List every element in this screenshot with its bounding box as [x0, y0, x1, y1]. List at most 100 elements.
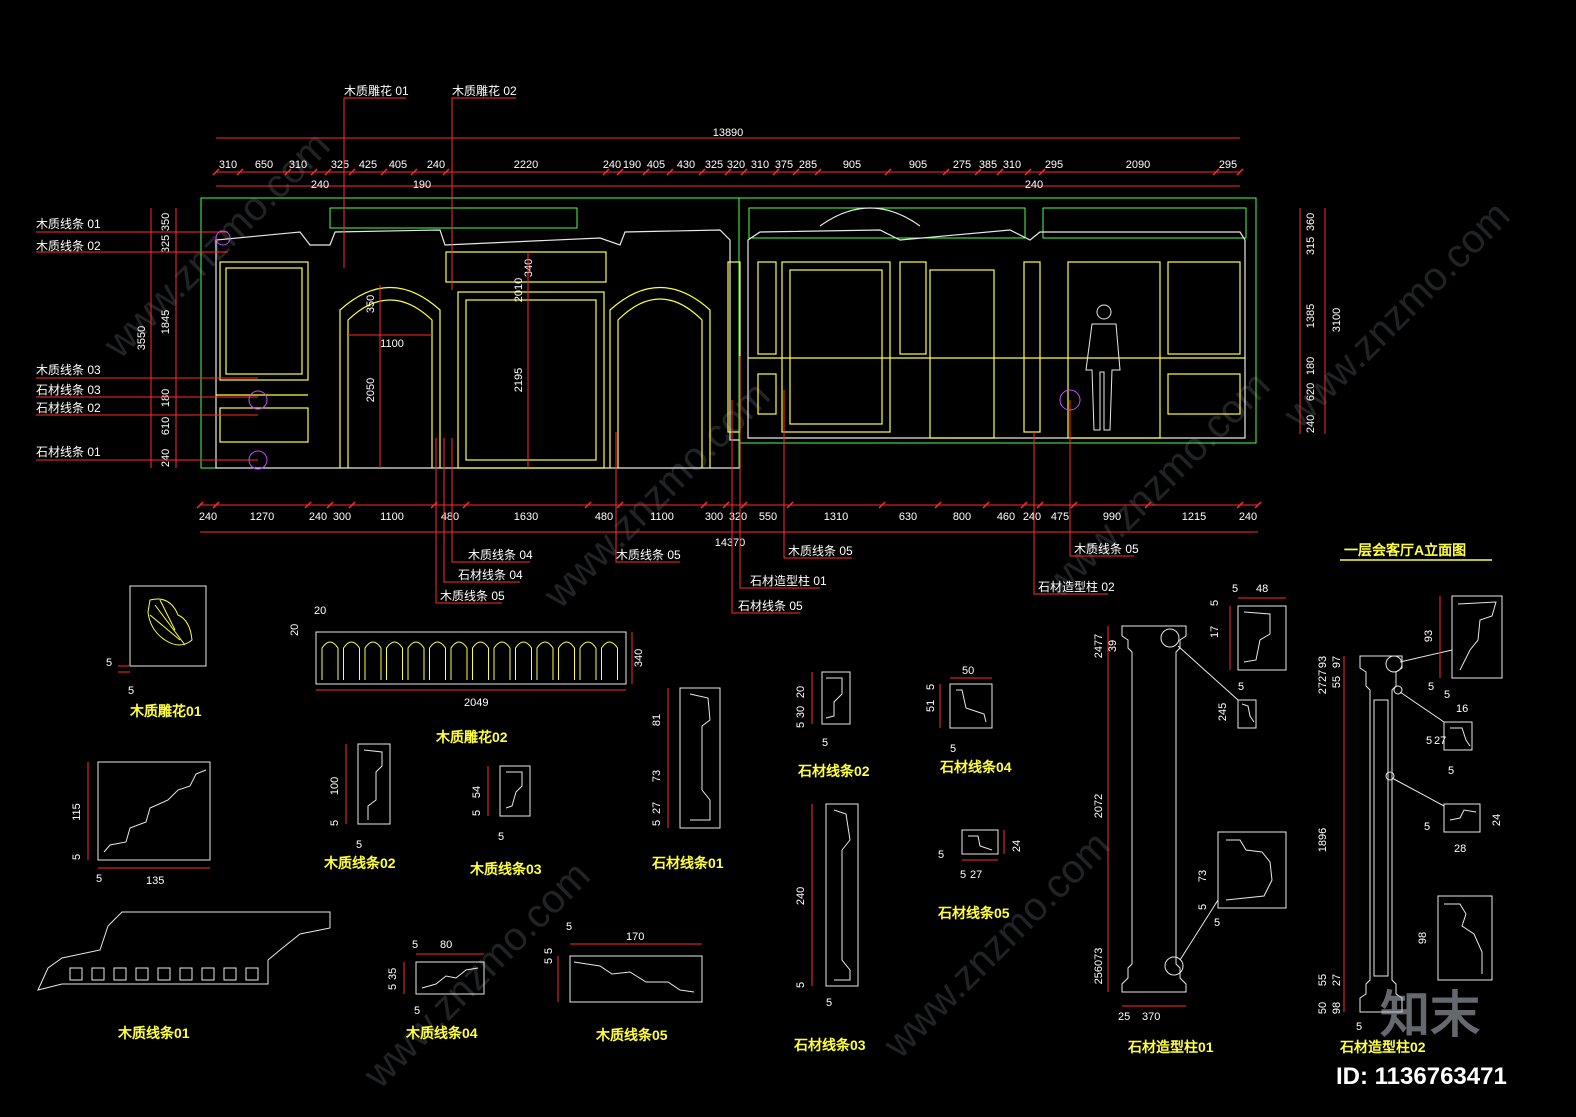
dim-top-row1: 285	[799, 159, 817, 171]
callout-leader-bottom	[783, 390, 852, 559]
dim-bottom-row: 550	[759, 511, 777, 523]
dim-text: 5	[795, 982, 807, 988]
right-dim-texts: 360 315 1385 180 620 240 3100	[1305, 213, 1343, 433]
column-shaft-left	[727, 261, 741, 433]
detail-label: 木质线条01	[117, 1025, 190, 1041]
detail-stone-moulding-01: 81 73 5 27 石材线条01	[651, 687, 724, 871]
detail-label: 木质线条04	[405, 1025, 478, 1041]
dim-text: 5	[71, 854, 83, 860]
callout-leader-top	[343, 97, 406, 268]
dim-text: 5	[356, 839, 362, 851]
detail-label: 木质雕花02	[435, 729, 508, 745]
detail-stone-moulding-03: 240 5 5 石材线条03	[793, 803, 866, 1053]
detail-stone-moulding-02: 20 30 5 5 石材线条02	[795, 671, 870, 779]
dim-interior: 2195	[513, 368, 525, 392]
dim-text: 27	[651, 802, 663, 814]
callout-label: 石材线条 04	[458, 568, 523, 582]
dim-bottom-row: 320	[729, 511, 747, 523]
dim-tick	[878, 501, 886, 509]
dim-interior: 2050	[365, 378, 377, 402]
detail-wood-carving-01: 5 5 木质雕花01	[106, 585, 207, 719]
detail-label: 石材造型柱02	[1339, 1039, 1426, 1055]
arch-opening-right	[617, 298, 703, 468]
dim-tick	[934, 501, 942, 509]
cornice-dentil	[157, 967, 171, 981]
dim-text: 17	[1209, 626, 1221, 638]
dim-top-row1: 310	[1003, 159, 1021, 171]
dim-text: 98	[1331, 1002, 1343, 1014]
dim-text: 5	[106, 657, 112, 669]
callout-label: 石材线条 05	[738, 599, 803, 613]
dim-top-row1: 425	[359, 159, 377, 171]
carving-arch	[536, 641, 554, 680]
dim-text: 5	[1424, 821, 1430, 833]
drawing-title: 一层会客厅A立面图	[1344, 542, 1466, 558]
dim-interior: 2010	[513, 278, 525, 302]
dim-text: 5	[1356, 1021, 1362, 1033]
niche-panel	[1067, 261, 1161, 439]
dim-tick	[310, 168, 318, 176]
carving-arch	[386, 641, 403, 680]
top-row2-texts: 240 190 240	[311, 179, 1043, 191]
dim-text: 5	[1232, 583, 1238, 595]
interior-dim-texts: 350 1100 2050 2010 2195 340	[365, 259, 535, 402]
dim-tick	[616, 168, 624, 176]
dim-text: 5	[795, 722, 807, 728]
callout-label: 木质线条 05	[616, 548, 681, 562]
dim-left: 610	[160, 417, 172, 435]
carving-arch	[429, 641, 446, 680]
dim-left: 1845	[160, 310, 172, 334]
dim-tick	[212, 501, 220, 509]
dim-top-row1: 325	[331, 159, 349, 171]
dim-top-row1: 275	[953, 159, 971, 171]
dim-text: 5	[1444, 689, 1450, 701]
dim-tick	[1070, 501, 1078, 509]
dim-tick	[982, 501, 990, 509]
dado-panel-narrow	[757, 373, 777, 415]
dim-text: 100	[329, 777, 341, 795]
dim-interior: 340	[523, 259, 535, 277]
cornice-dentil	[91, 967, 105, 981]
dim-text: 5	[1209, 600, 1221, 606]
dim-tick	[884, 168, 892, 176]
dim-text: 5	[651, 820, 663, 826]
bottom-overall-text: 14370	[715, 537, 746, 549]
callout-circles	[215, 230, 1081, 470]
dim-bottom-row: 240	[309, 511, 327, 523]
mirror-panel	[781, 261, 891, 433]
dim-text: 28	[1454, 843, 1466, 855]
dim-text: 5	[96, 873, 102, 885]
dim-tick	[602, 168, 610, 176]
dim-text: 24	[1011, 840, 1023, 852]
dim-bottom-row: 1310	[824, 511, 848, 523]
dim-text: 27	[1434, 735, 1446, 747]
dim-top-row1: 190	[623, 159, 641, 171]
callout-leader-bottom	[739, 356, 820, 589]
dim-top-row2: 190	[413, 179, 431, 191]
detail-wood-moulding-02: 100 5 5 木质线条02	[323, 743, 396, 871]
dim-top-row1: 905	[909, 159, 927, 171]
dim-interior: 350	[365, 295, 377, 313]
dim-text: 5	[1238, 681, 1244, 693]
dim-text: 20	[795, 686, 807, 698]
dim-text: 73	[651, 770, 663, 782]
dim-text: 16	[1456, 703, 1468, 715]
dim-tick	[942, 168, 950, 176]
dim-top-row1: 295	[1045, 159, 1063, 171]
dim-tick	[196, 501, 204, 509]
callout-leader-bottom	[1069, 400, 1134, 557]
stone-column-shaft	[1023, 261, 1041, 433]
cornice-dentil	[113, 967, 127, 981]
branding: 知末 ID: 1136763471	[1336, 987, 1507, 1090]
wall-outline	[215, 207, 1246, 469]
person-silhouette	[1085, 304, 1121, 431]
callout-label: 石材线条 02	[36, 401, 101, 415]
carving-arch	[450, 641, 468, 680]
dim-tick	[1038, 168, 1046, 176]
dim-text: 170	[626, 931, 644, 943]
callout-leaders	[36, 97, 1134, 614]
cornice-dentil	[223, 967, 237, 981]
detail-wood-moulding-04: 5 80 35 5 5 木质线条04	[387, 939, 485, 1041]
dim-top-row1: 385	[979, 159, 997, 171]
